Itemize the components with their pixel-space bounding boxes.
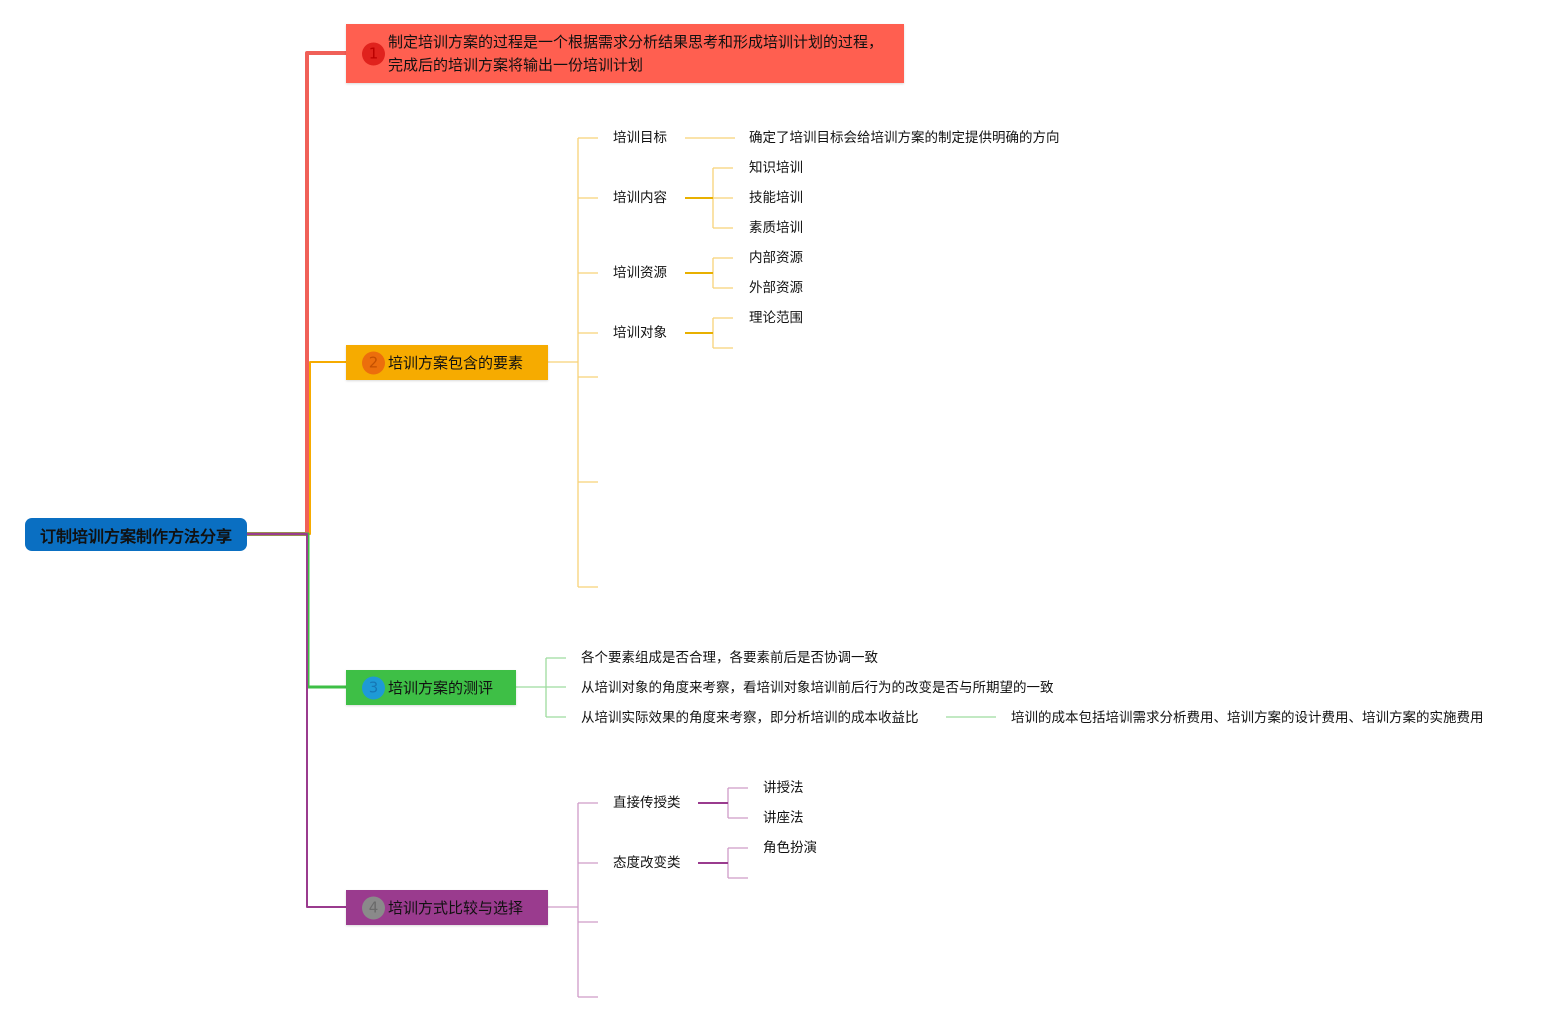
topic-role-play[interactable]: 角色扮演 xyxy=(763,840,817,856)
branch-3-topic[interactable]: 3 培训方案的测评 xyxy=(346,670,516,705)
root-topic[interactable]: 订制培训方案制作方法分享 xyxy=(25,518,247,551)
topic-quality-training[interactable]: 素质培训 xyxy=(749,220,803,236)
topic-knowledge-training[interactable]: 知识培训 xyxy=(749,160,803,176)
topic-lecture-method[interactable]: 讲授法 xyxy=(763,780,804,796)
topic-attitude-change[interactable]: 态度改变类 xyxy=(613,855,681,871)
connector-root-branch1 xyxy=(247,51,346,536)
branch-1-text: 制定培训方案的过程是一个根据需求分析结果思考和形成培训计划的过程，完成后的培训方… xyxy=(388,32,884,74)
attitude-bracket xyxy=(727,847,748,879)
topic-evaluation-2[interactable]: 从培训对象的角度来考察，看培训对象培训前后行为的改变是否与所期望的一致 xyxy=(581,680,1054,696)
topic-external-resources[interactable]: 外部资源 xyxy=(749,280,803,296)
branch-4-topic[interactable]: 4 培训方式比较与选择 xyxy=(346,890,548,925)
topic-cost-detail[interactable]: 培训的成本包括培训需求分析费用、培训方案的设计费用、培训方案的实施费用 xyxy=(1011,710,1484,726)
number-badge-4: 4 xyxy=(362,896,385,919)
direct-bracket xyxy=(727,787,748,819)
connector-root-branch4 xyxy=(247,533,346,908)
topic-goal-detail[interactable]: 确定了培训目标会给培训方案的制定提供明确的方向 xyxy=(749,130,1060,146)
branch-2-label: 培训方案包含的要素 xyxy=(388,354,524,372)
topic-training-goal[interactable]: 培训目标 xyxy=(613,130,667,146)
number-badge-1: 1 xyxy=(362,42,385,65)
root-topic-label: 订制培训方案制作方法分享 xyxy=(39,526,232,546)
topic-training-content[interactable]: 培训内容 xyxy=(613,190,667,206)
topic-internal-resources[interactable]: 内部资源 xyxy=(749,250,803,266)
number-badge-3: 3 xyxy=(362,676,385,699)
topic-evaluation-3[interactable]: 从培训实际效果的角度来考察，即分析培训的成本收益比 xyxy=(581,710,919,726)
topic-training-target[interactable]: 培训对象 xyxy=(613,325,667,341)
connector-root-branch2 xyxy=(247,361,346,535)
branch-1-topic[interactable]: 1 制定培训方案的过程是一个根据需求分析结果思考和形成培训计划的过程，完成后的培… xyxy=(346,24,904,83)
topic-direct-teaching[interactable]: 直接传授类 xyxy=(613,795,681,811)
topic-training-resources[interactable]: 培训资源 xyxy=(613,265,667,281)
branch-2-topic[interactable]: 2 培训方案包含的要素 xyxy=(346,345,548,380)
topic-evaluation-1[interactable]: 各个要素组成是否合理，各要素前后是否协调一致 xyxy=(581,650,878,666)
topic-theory-scope[interactable]: 理论范围 xyxy=(749,310,803,326)
branch-3-label: 培训方案的测评 xyxy=(388,679,494,697)
number-badge-2: 2 xyxy=(362,351,385,374)
branch-4-label: 培训方式比较与选择 xyxy=(388,899,524,917)
topic-skill-training[interactable]: 技能培训 xyxy=(749,190,803,206)
connector-root-branch3 xyxy=(247,532,346,689)
topic-seminar-method[interactable]: 讲座法 xyxy=(763,810,804,826)
